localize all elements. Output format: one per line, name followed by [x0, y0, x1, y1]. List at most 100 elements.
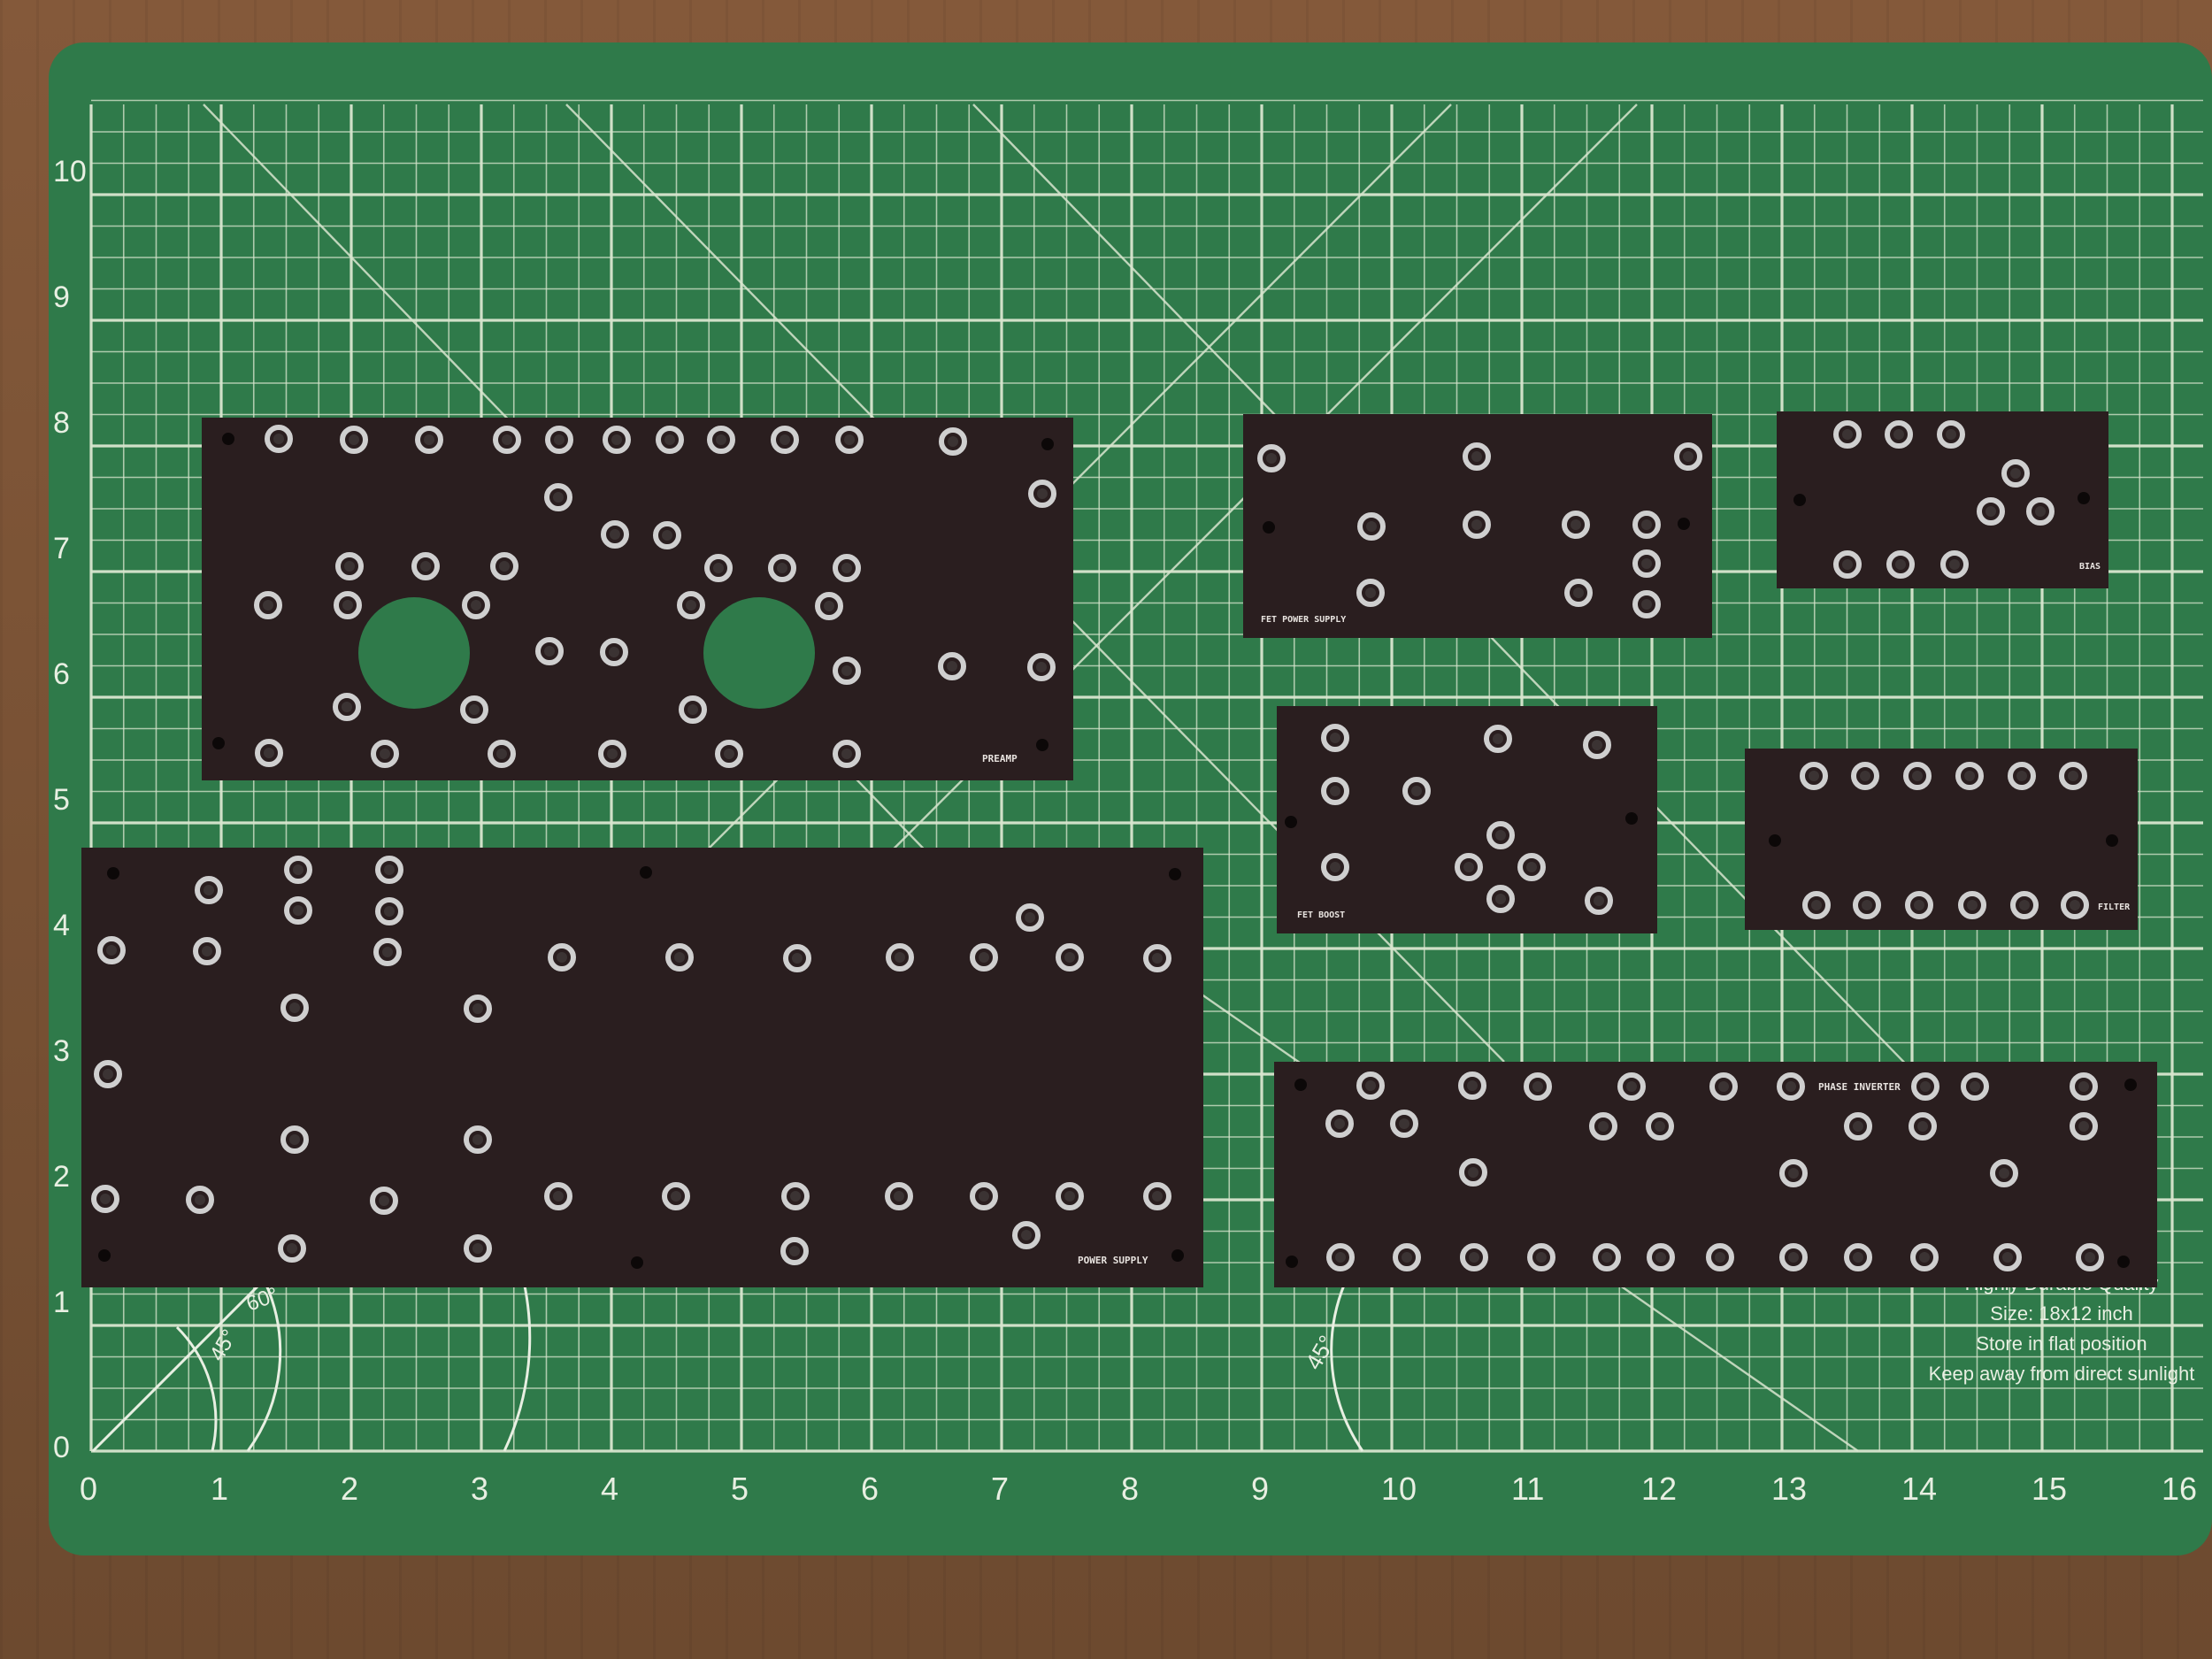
eyelet — [464, 1125, 492, 1154]
eyelet-hole — [1862, 900, 1872, 910]
board-label: PHASE INVERTER — [1818, 1081, 1901, 1093]
eyelet — [2008, 762, 2036, 790]
eyelet — [411, 552, 440, 580]
eyelet — [1517, 853, 1546, 881]
eyelet — [1800, 762, 1828, 790]
board-label: PREAMP — [982, 753, 1018, 764]
eyelet — [1993, 1243, 2022, 1271]
mounting-holes — [1793, 492, 2090, 506]
ruler-number: 3 — [471, 1471, 488, 1507]
eyelet-hole — [2070, 900, 2080, 910]
eyelet — [833, 740, 861, 768]
board-body — [81, 848, 1203, 1287]
eyelet-hole — [1842, 559, 1853, 570]
eyelet — [1909, 1112, 1937, 1141]
eyelet — [373, 938, 402, 966]
eyelet — [1833, 550, 1862, 579]
eyelet-hole — [1964, 771, 1975, 781]
eyelet — [375, 897, 403, 926]
eyelet-group — [1325, 1071, 2104, 1271]
ruler-number: 9 — [53, 280, 70, 314]
eyelet-hole — [777, 563, 787, 573]
mounting-hole — [2106, 834, 2118, 847]
eyelet-hole — [382, 947, 393, 957]
ruler-number: 5 — [53, 783, 70, 817]
ruler-number: 10 — [53, 155, 87, 188]
eyelet-hole — [2010, 468, 2021, 479]
eyelet — [1706, 1243, 1734, 1271]
eyelet — [970, 943, 998, 972]
eyelet-hole — [1532, 1081, 1543, 1092]
eyelet-hole — [1411, 786, 1422, 796]
eyelet — [1940, 550, 1969, 579]
eyelet-hole — [1152, 953, 1163, 964]
eyelet — [1617, 1072, 1646, 1101]
eyelet-hole — [1334, 1118, 1345, 1129]
eyelet — [1709, 1072, 1738, 1101]
eyelet-hole — [420, 561, 431, 572]
eyelet-hole — [724, 749, 734, 759]
eyelet — [1885, 420, 1913, 449]
eyelet — [415, 426, 443, 454]
eyelet — [284, 856, 312, 884]
mounting-hole — [107, 867, 119, 879]
ruler-number: 14 — [1901, 1471, 1937, 1507]
eyelet-hole — [263, 600, 273, 611]
eyelet-hole — [424, 434, 434, 445]
eyelet-hole — [472, 1134, 483, 1145]
eyelet-hole — [471, 600, 481, 611]
eyelet — [1990, 1159, 2018, 1187]
eyelet — [1463, 511, 1491, 539]
ruler-number: 16 — [2162, 1471, 2197, 1507]
board-filter: FILTER — [1745, 749, 2138, 930]
eyelet-hole — [1641, 519, 1652, 530]
eyelet-hole — [106, 945, 117, 956]
eyelet-hole — [979, 952, 989, 963]
mounting-hole — [1286, 1256, 1298, 1268]
eyelet-hole — [824, 601, 834, 611]
eyelet-hole — [554, 434, 565, 445]
eyelet — [1484, 725, 1512, 753]
eyelet-hole — [1809, 771, 1819, 781]
eyelet — [544, 1182, 572, 1210]
eyelet-hole — [894, 1191, 904, 1202]
ruler-number: 0 — [80, 1471, 97, 1507]
eyelet — [1357, 512, 1386, 541]
eyelet-hole — [379, 1195, 389, 1206]
board-body — [202, 418, 1073, 780]
eyelet-hole — [1366, 521, 1377, 532]
eyelet-hole — [1330, 862, 1340, 872]
eyelet — [780, 1237, 809, 1265]
eyelet-hole — [844, 434, 855, 445]
eyelet — [600, 638, 628, 666]
eyelet-hole — [499, 561, 510, 572]
eyelet — [1593, 1243, 1621, 1271]
eyelet-hole — [609, 647, 619, 657]
mounting-hole — [1793, 494, 1806, 506]
eyelet-hole — [472, 1003, 483, 1014]
eyelet — [1955, 762, 1984, 790]
eyelet-hole — [1571, 519, 1581, 530]
eyelet — [677, 591, 705, 619]
eyelet — [548, 943, 576, 972]
eyelet-hole — [1469, 1252, 1479, 1263]
eyelet-hole — [1715, 1252, 1725, 1263]
mounting-hole — [2117, 1256, 2130, 1268]
eyelet — [1028, 480, 1056, 508]
eyelet — [1321, 777, 1349, 805]
mounting-hole — [2124, 1079, 2137, 1091]
eyelet — [1016, 903, 1044, 932]
eyelet-hole — [1365, 1080, 1376, 1091]
ruler-number: 8 — [53, 406, 70, 440]
eyelet — [1356, 579, 1385, 607]
board-preamp: PREAMP — [202, 418, 1073, 780]
eyelet — [1459, 1158, 1487, 1187]
eyelet — [2026, 497, 2055, 526]
eyelet — [1325, 1110, 1354, 1138]
eyelet — [1356, 1071, 1385, 1100]
eyelet-hole — [1493, 733, 1503, 744]
eyelet-hole — [1985, 506, 1996, 517]
eyelet-hole — [1641, 599, 1652, 610]
eyelet — [1463, 442, 1491, 471]
eyelet-hole — [1037, 488, 1048, 499]
